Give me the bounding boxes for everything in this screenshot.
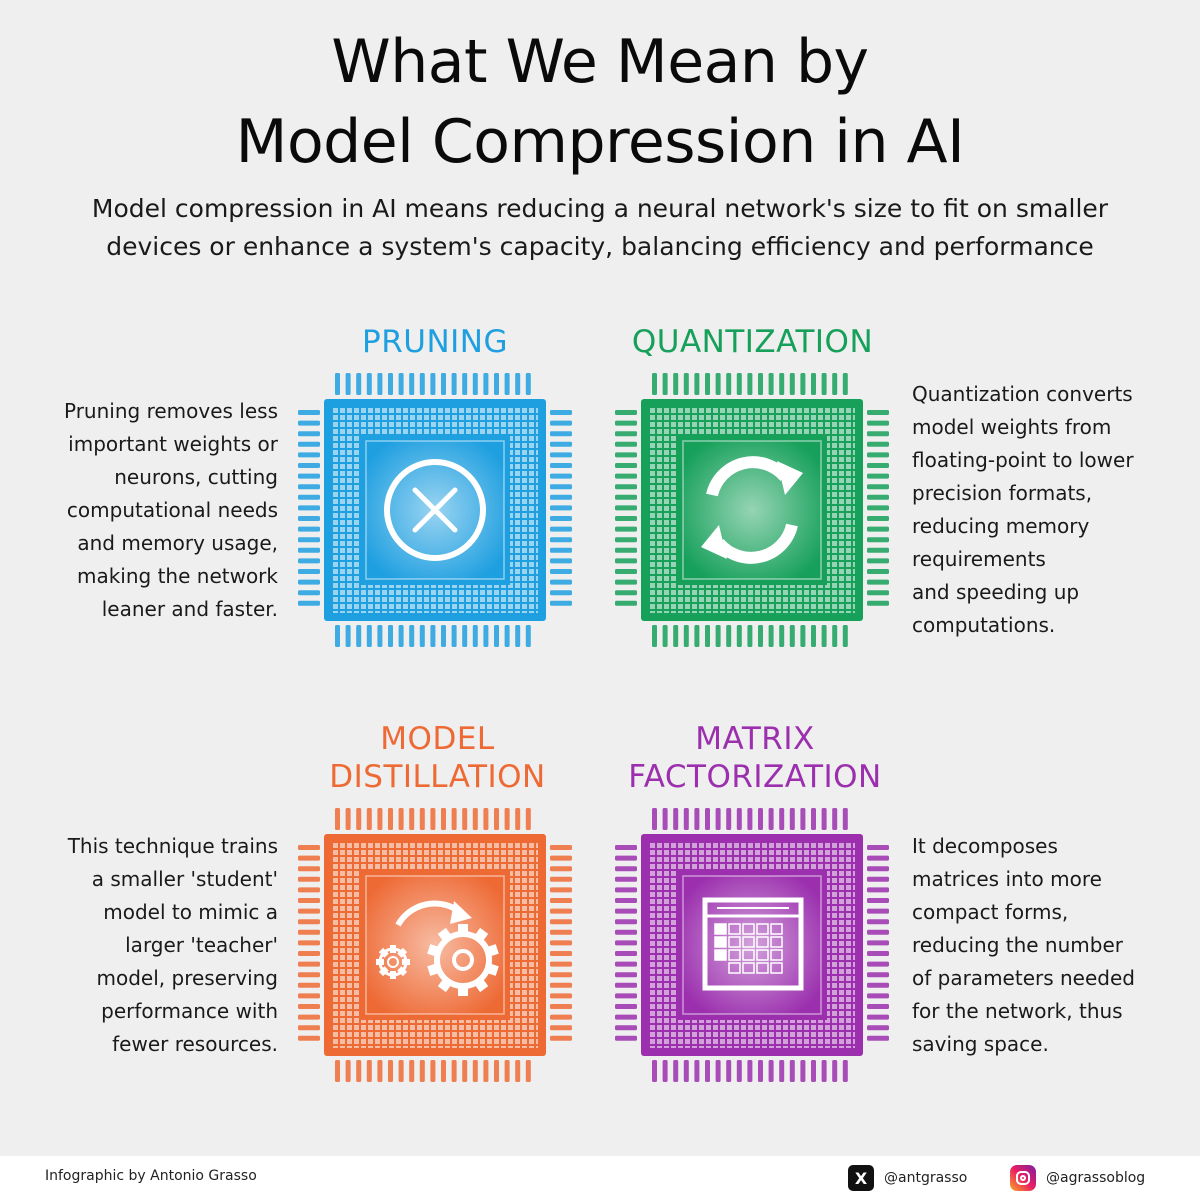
x-logo-icon: X bbox=[848, 1165, 874, 1191]
distillation-heading: MODEL DISTILLATION bbox=[329, 721, 546, 795]
factorization-heading: MATRIX FACTORIZATION bbox=[628, 721, 882, 795]
subtitle-line-1: Model compression in AI means reducing a… bbox=[91, 194, 1109, 223]
instagram-logo-icon bbox=[1010, 1165, 1036, 1191]
quantization-description: Quantization converts model weights from… bbox=[912, 382, 1134, 637]
distillation-description: This technique trains a smaller 'student… bbox=[67, 834, 278, 1056]
credit-text: Infographic by Antonio Grasso bbox=[45, 1168, 257, 1184]
quantization-heading: QUANTIZATION bbox=[631, 324, 874, 360]
factorization-description: It decomposes matrices into more compact… bbox=[912, 834, 1135, 1056]
close-circle-icon bbox=[298, 373, 572, 647]
quantization-chip bbox=[607, 365, 897, 655]
pruning-heading: PRUNING bbox=[362, 324, 508, 360]
page-title: What We Mean by Model Compression in AI bbox=[0, 22, 1200, 182]
title-line-2: Model Compression in AI bbox=[235, 107, 965, 177]
refresh-arrows-icon bbox=[615, 373, 889, 647]
pruning-chip bbox=[290, 365, 580, 655]
footer: Infographic by Antonio Grasso X @antgras… bbox=[0, 1156, 1200, 1200]
matrix-grid-icon bbox=[615, 808, 889, 1082]
x-social-link[interactable]: X @antgrasso bbox=[848, 1165, 967, 1191]
x-handle: @antgrasso bbox=[884, 1170, 968, 1186]
distillation-chip bbox=[290, 800, 580, 1090]
factorization-chip bbox=[607, 800, 897, 1090]
page-subtitle: Model compression in AI means reducing a… bbox=[20, 190, 1180, 266]
instagram-social-link[interactable]: @agrassoblog bbox=[1010, 1165, 1145, 1191]
pruning-description: Pruning removes less important weights o… bbox=[64, 399, 278, 621]
gears-transfer-icon bbox=[298, 808, 572, 1082]
subtitle-line-2: devices or enhance a system's capacity, … bbox=[106, 232, 1094, 261]
title-line-1: What We Mean by bbox=[331, 27, 869, 97]
instagram-handle: @agrassoblog bbox=[1046, 1170, 1146, 1186]
